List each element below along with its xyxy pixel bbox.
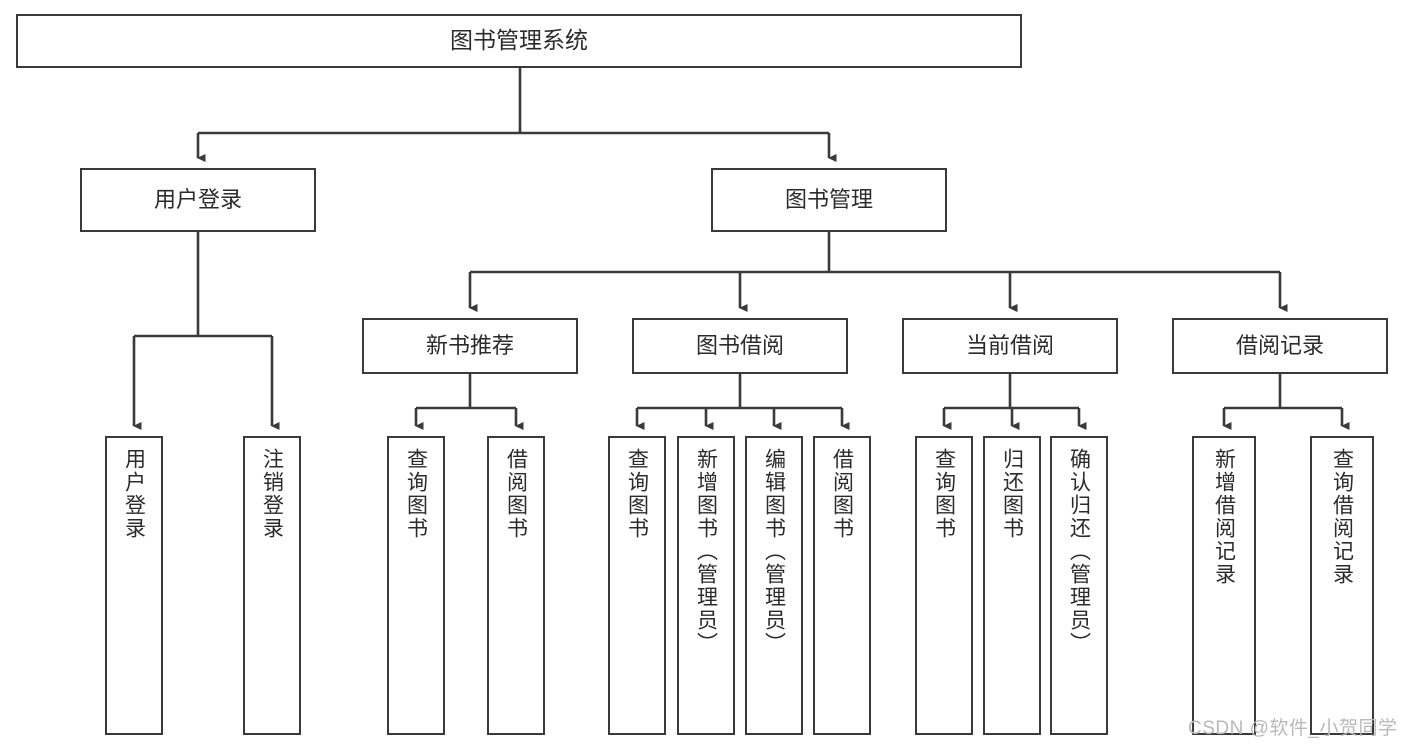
node-label: 用户登录 bbox=[122, 448, 146, 540]
node-label: 借阅图书 bbox=[830, 448, 854, 540]
leaf-node[interactable]: 用户登录 bbox=[105, 436, 163, 735]
leaf-node[interactable]: 注销登录 bbox=[243, 436, 301, 735]
node-book-management[interactable]: 图书管理 bbox=[711, 168, 947, 232]
leaf-node[interactable]: 查询图书 bbox=[387, 436, 445, 735]
node-book-borrow[interactable]: 图书借阅 bbox=[632, 318, 848, 374]
node-label: 借阅图书 bbox=[504, 448, 528, 540]
leaf-node[interactable]: 借阅图书 bbox=[813, 436, 871, 735]
node-label: 新增借阅记录 bbox=[1212, 448, 1236, 586]
node-label: 新增图书（管理员） bbox=[694, 448, 718, 655]
node-label: 用户登录 bbox=[153, 186, 242, 212]
node-borrow-record[interactable]: 借阅记录 bbox=[1172, 318, 1388, 374]
csdn-watermark: CSDN @软件_小贺同学 bbox=[1188, 718, 1398, 739]
node-label: 查询图书 bbox=[932, 448, 956, 540]
node-label: 新书推荐 bbox=[425, 332, 514, 358]
node-current-borrow[interactable]: 当前借阅 bbox=[902, 318, 1118, 374]
leaf-node[interactable]: 查询借阅记录 bbox=[1310, 436, 1374, 735]
node-new-book-recommend[interactable]: 新书推荐 bbox=[362, 318, 578, 374]
node-label: 归还图书 bbox=[1000, 448, 1024, 540]
node-label: 图书管理 bbox=[784, 186, 873, 212]
leaf-node[interactable]: 借阅图书 bbox=[487, 436, 545, 735]
node-label: 当前借阅 bbox=[965, 332, 1054, 358]
leaf-node[interactable]: 新增图书（管理员） bbox=[677, 436, 735, 735]
node-label: 图书借阅 bbox=[695, 332, 784, 358]
node-label: 借阅记录 bbox=[1235, 332, 1324, 358]
node-label: 图书管理系统 bbox=[450, 27, 588, 54]
leaf-node[interactable]: 查询图书 bbox=[608, 436, 666, 735]
leaf-node[interactable]: 查询图书 bbox=[915, 436, 973, 735]
node-label: 查询图书 bbox=[404, 448, 428, 540]
leaf-node[interactable]: 确认归还（管理员） bbox=[1050, 436, 1108, 735]
node-label: 编辑图书（管理员） bbox=[762, 448, 786, 655]
node-root-system[interactable]: 图书管理系统 bbox=[16, 14, 1022, 68]
node-label: 查询图书 bbox=[625, 448, 649, 540]
node-label: 查询借阅记录 bbox=[1330, 448, 1354, 586]
leaf-node[interactable]: 编辑图书（管理员） bbox=[745, 436, 803, 735]
leaf-node[interactable]: 归还图书 bbox=[983, 436, 1041, 735]
node-label: 注销登录 bbox=[260, 448, 284, 540]
leaf-node[interactable]: 新增借阅记录 bbox=[1192, 436, 1256, 735]
node-user-login[interactable]: 用户登录 bbox=[80, 168, 316, 232]
node-label: 确认归还（管理员） bbox=[1067, 448, 1091, 655]
